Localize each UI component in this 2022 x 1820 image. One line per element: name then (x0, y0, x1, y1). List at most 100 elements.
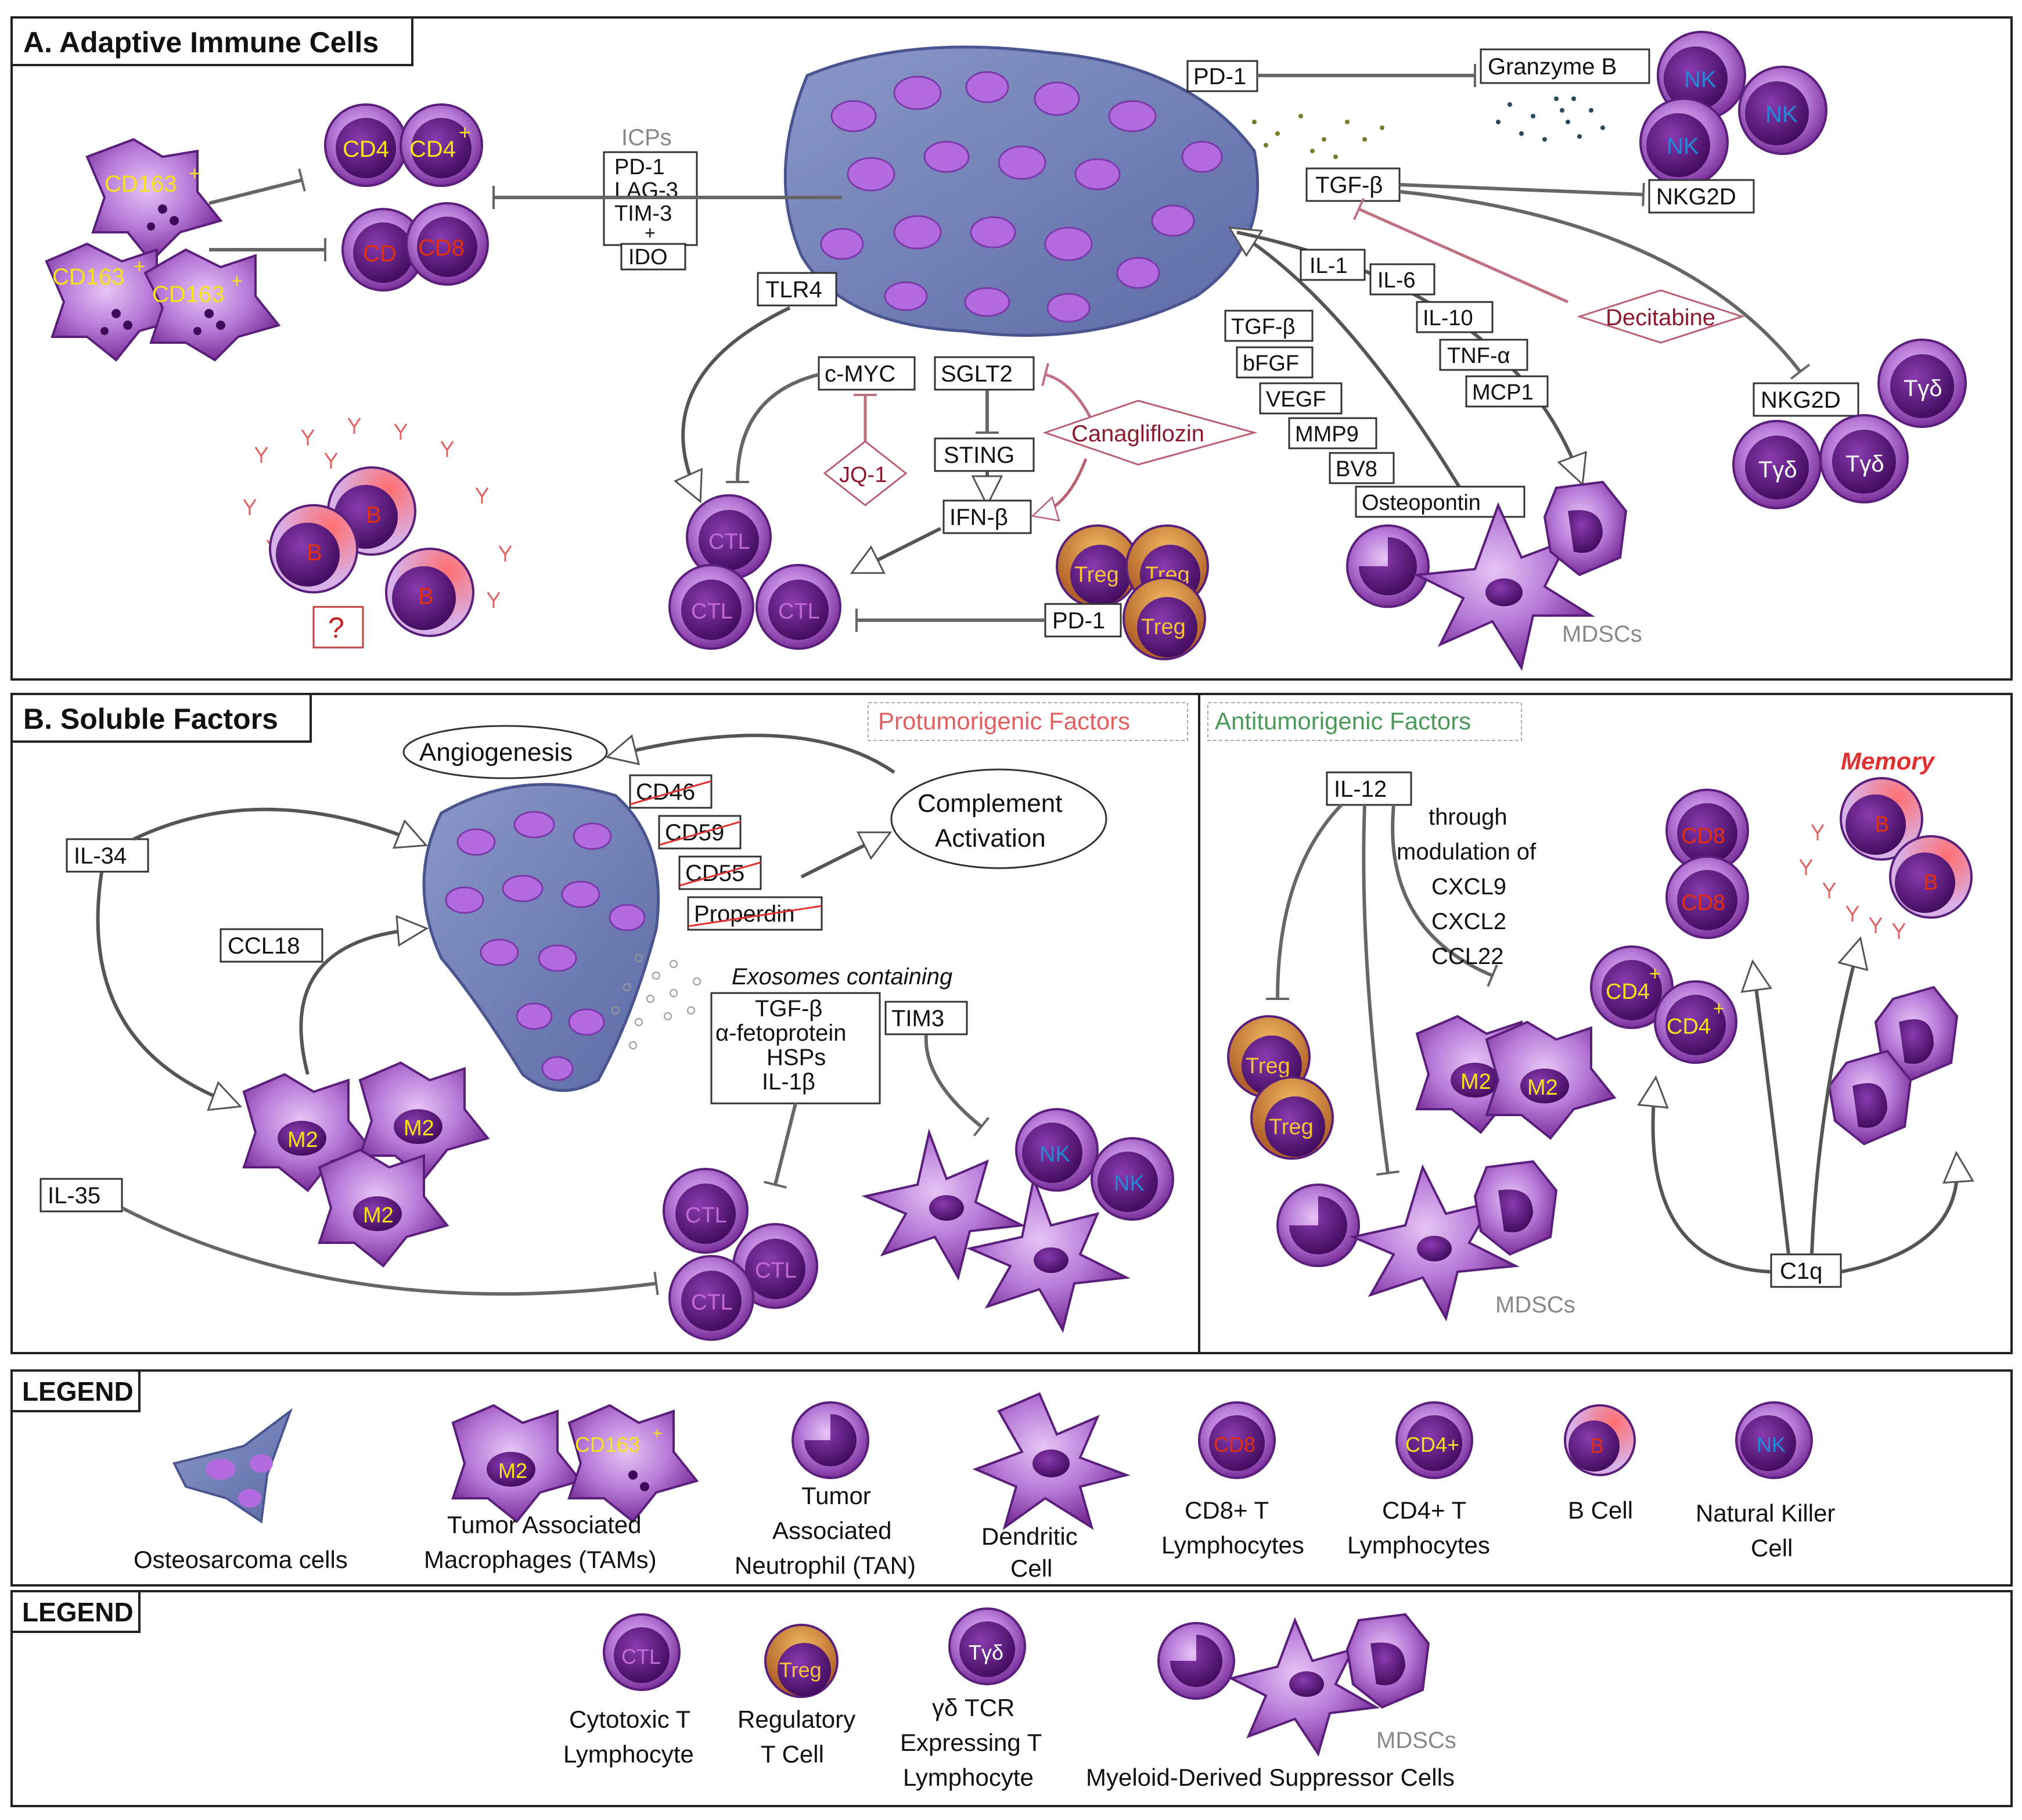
panel-a-frame (10, 16, 2013, 681)
legend-tgd-label: Tγδ (969, 1641, 1003, 1664)
mdscs-b: MDSCs (1495, 1292, 1575, 1318)
inhibit-tim3 (924, 1034, 990, 1136)
canagliflozin-diamond (1042, 400, 1258, 466)
mcp1: MCP1 (1472, 380, 1534, 405)
nkg2d-2: NKG2D (1761, 387, 1841, 413)
mdsc-group-a (1346, 480, 1628, 671)
arrow-c1q-cd8 (1740, 959, 1790, 1255)
m2-group-b-right: M2 M2 (1415, 1015, 1617, 1140)
exosomes-item-0: TGF-β (755, 996, 822, 1021)
icps-item-4: IDO (628, 245, 668, 269)
legend-mdsc-icon (1157, 1613, 1430, 1757)
pd1-top: PD-1 (1193, 64, 1246, 89)
cd8-b-label-1: CD8 (1681, 824, 1725, 848)
jq1: JQ-1 (839, 463, 887, 487)
ifnb-box (942, 499, 1032, 534)
il1: IL-1 (1309, 254, 1347, 278)
granzyme-box (1480, 48, 1650, 84)
cascade-box-3 (1288, 417, 1377, 449)
tgd-label-3: Tγδ (1845, 451, 1884, 477)
legend-1-item-0: Osteosarcoma cells (134, 1546, 348, 1573)
modulation-0: through (1429, 804, 1507, 830)
decitabine-diamond (1577, 289, 1745, 344)
cd163-plus-2: + (134, 256, 145, 278)
dendritic-nk-group-b: NK NK (861, 1108, 1174, 1333)
inhibit-decitabine-tgfb (1353, 197, 1569, 304)
mcp1-box (1465, 375, 1549, 408)
legend-1-item-3-0: Dendritic (981, 1523, 1078, 1550)
legend-2-item-1-0: Regulatory (737, 1706, 855, 1733)
mdsc-group-b (1276, 1160, 1558, 1322)
legend-nk-icon: NK (1735, 1401, 1813, 1479)
pd1-treg: PD-1 (1052, 608, 1105, 634)
tgfb-particles (1252, 114, 1384, 159)
il10-box (1416, 301, 1494, 333)
tumor-mass-b (422, 783, 660, 1092)
angiogenesis: Angiogenesis (419, 738, 573, 767)
arrow-c1q-neutrophil (1840, 1150, 1974, 1274)
cd163-macrophage-group: CD163 + CD163 + CD163 + (45, 138, 281, 362)
legend-1-item-7-1: Cell (1751, 1534, 1793, 1562)
cascade-2: VEGF (1266, 387, 1326, 412)
legend-1-frame (10, 1369, 2013, 1587)
cascade-box-0 (1224, 310, 1314, 342)
cd163-label-1: CD163 (105, 171, 177, 197)
exosomes-item-1: α-fetoprotein (715, 1020, 846, 1046)
legend-cd4-label: CD4+ (1405, 1433, 1459, 1456)
cd4-b-plus-2: + (1713, 998, 1725, 1020)
arrow-complement-angio (605, 733, 895, 774)
cd163-plus-3: + (231, 270, 243, 292)
cd4-b-label-1: CD4 (1606, 980, 1650, 1004)
arrow-to-complement (800, 831, 893, 879)
cascade-box-2 (1259, 382, 1343, 415)
icps-title: ICPs (621, 125, 672, 150)
ctl-b-label-2: CTL (755, 1258, 797, 1283)
ctl-label-3: CTL (778, 599, 820, 624)
legend-neutrophil-icon (791, 1401, 869, 1479)
il34-box (66, 838, 149, 873)
canagliflozin: Canagliflozin (1071, 421, 1204, 447)
c1q: C1q (1780, 1258, 1822, 1284)
tnfa-box (1439, 339, 1528, 371)
c1q-box (1770, 1253, 1842, 1288)
complement-ellipse (890, 768, 1107, 869)
question-mark: ? (328, 612, 344, 644)
cmyc: c-MYC (825, 361, 895, 387)
mdscs-a: MDSCs (1562, 621, 1642, 647)
modulation-4: CCL22 (1431, 944, 1504, 969)
cd-label: CD (363, 241, 397, 267)
legend-1-item-2-2: Neutrophil (TAN) (735, 1552, 916, 1579)
ctl-b-label-1: CTL (685, 1203, 727, 1228)
modulation-2: CXCL9 (1431, 874, 1506, 900)
legend-1-item-6-0: B Cell (1568, 1497, 1633, 1524)
m2-group-b: M2 M2 M2 (242, 1061, 490, 1268)
legend-treg-icon: Treg (764, 1624, 839, 1698)
cd59: CD59 (665, 820, 724, 846)
nk-label-3: NK (1667, 134, 1699, 159)
b-memory-label-1: B (1875, 812, 1889, 837)
tgd-cell-group-a: Tγδ Tγδ Tγδ (1732, 339, 1967, 509)
inhibit-il12-m2 (1391, 804, 1498, 987)
legend-mdscs-label: MDSCs (1376, 1728, 1456, 1753)
cd163-plus-1: + (189, 163, 200, 185)
panel-b-frame (10, 693, 2013, 1354)
il6-box (1369, 263, 1435, 296)
legend-2-item-0-0: Cytotoxic T (569, 1706, 690, 1733)
cd4-cell-group-a: CD4 CD4 + (324, 103, 483, 187)
tgfb: TGF-β (1315, 172, 1383, 198)
legend-1-item-4-0: CD8+ T (1185, 1497, 1269, 1524)
m2-label-2: M2 (404, 1116, 434, 1141)
nkg2d-box-1 (1648, 179, 1755, 214)
il12: IL-12 (1334, 776, 1387, 802)
cascade-box-1 (1236, 346, 1314, 379)
inhibit-mac-to-cd4 (208, 168, 306, 205)
legend-cd8-label: CD8 (1214, 1433, 1255, 1456)
legend-cd8-icon: CD8 (1198, 1401, 1276, 1479)
ctl-b-label-3: CTL (691, 1290, 733, 1315)
cd4-group-b: CD4 + CD4 + (1590, 945, 1737, 1064)
nk-cell-group-a: NK NK NK (1639, 31, 1827, 187)
il1-box (1300, 249, 1366, 281)
legend-2-frame (10, 1590, 2013, 1807)
tgfb-box (1305, 167, 1401, 202)
cascade-box-4 (1329, 452, 1395, 484)
